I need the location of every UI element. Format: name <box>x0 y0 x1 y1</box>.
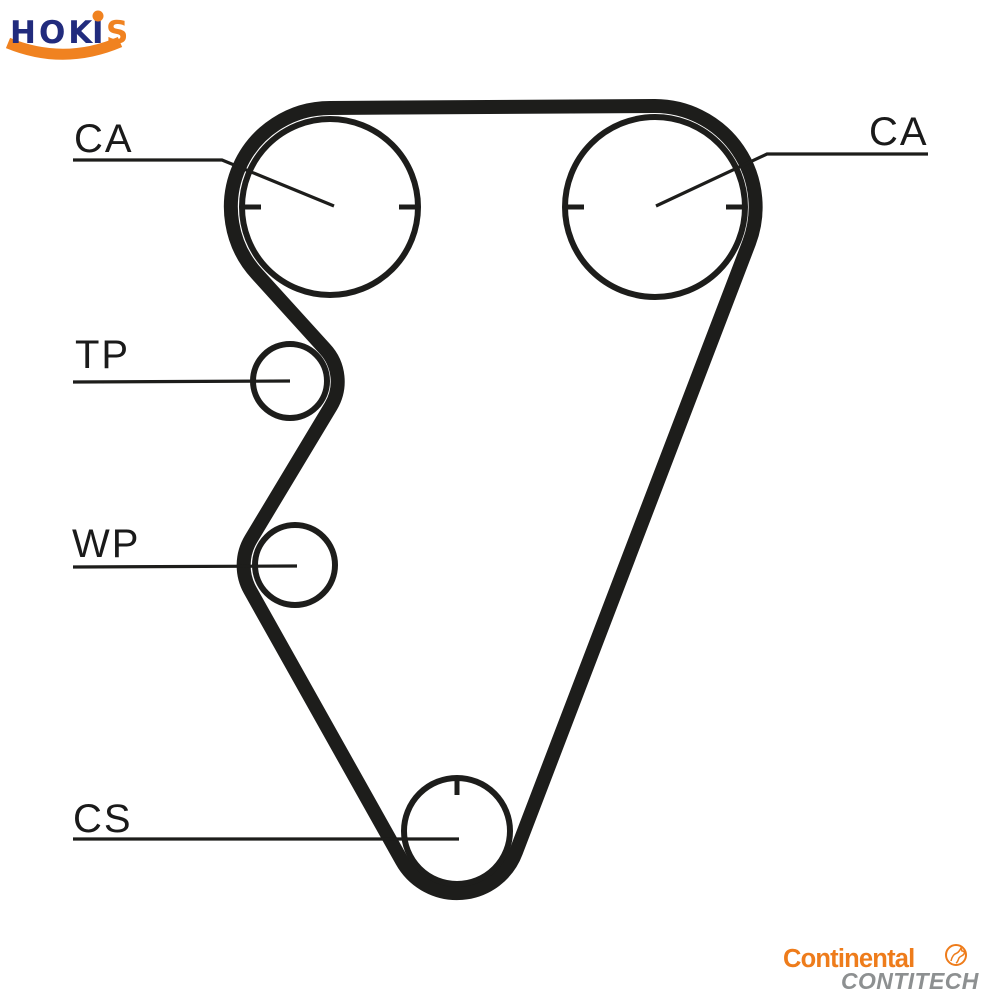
timing-marks <box>243 204 744 795</box>
continental-contitech-logo: Continental CONTITECH <box>783 944 979 994</box>
leader-wp <box>72 564 298 569</box>
label-wp: WP <box>72 522 140 566</box>
hokis-i-dot-icon <box>92 10 104 22</box>
hokis-swoosh-icon <box>5 36 123 60</box>
hokis-logo: HOK I S <box>5 10 131 60</box>
pulleys <box>239 114 748 887</box>
pulley-camshaft-left <box>239 116 421 298</box>
leader-ca-right <box>655 152 928 208</box>
contitech-wordmark: CONTITECH <box>841 968 979 994</box>
continental-wordmark: Continental <box>783 945 914 973</box>
pulley-camshaft-right <box>562 114 748 300</box>
pulley-crankshaft <box>401 775 513 887</box>
leader-lines <box>72 152 928 841</box>
label-ca-right: CA <box>869 110 929 154</box>
label-cs: CS <box>73 797 133 841</box>
hokis-text-s: S <box>106 15 131 51</box>
hokis-text-i: I <box>92 15 107 51</box>
timing-belt <box>223 99 763 901</box>
hokis-text-hok: HOK <box>10 15 95 51</box>
label-ca-left: CA <box>74 117 134 161</box>
label-tp: TP <box>75 333 130 377</box>
leader-ca-left <box>73 158 335 208</box>
pulley-labels: CA CA TP WP CS <box>72 110 929 841</box>
leader-tp <box>72 379 291 384</box>
continental-horse-emblem-icon <box>945 944 967 966</box>
